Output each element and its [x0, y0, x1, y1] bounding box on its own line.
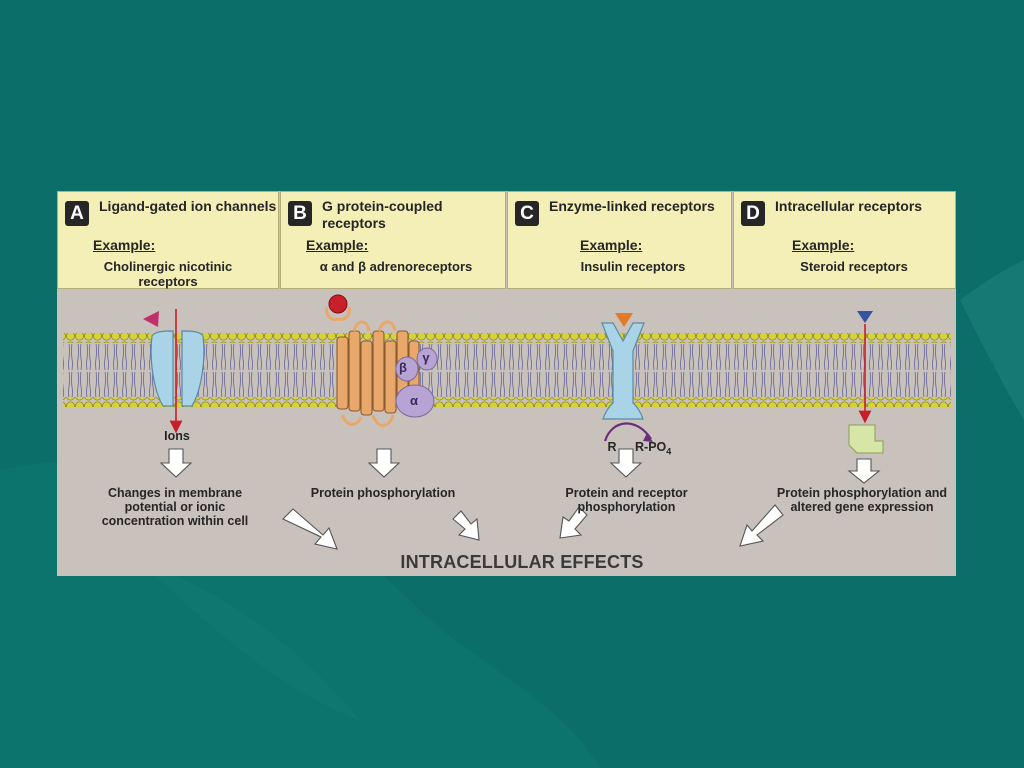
- panel-letter-d: D: [741, 201, 765, 226]
- panel-title-a: Ligand-gated ion channels: [99, 198, 277, 214]
- example-value-a: Cholinergic nicotinic receptors: [103, 259, 233, 289]
- panel-letter-c: C: [515, 201, 539, 226]
- lipid-bilayer: [63, 333, 951, 407]
- enzyme-linked-receptor-icon: [601, 313, 653, 442]
- r-label: R: [607, 440, 617, 454]
- example-label-c: Example:: [580, 237, 643, 253]
- gpcr-receptor-icon: [325, 294, 438, 427]
- panel-title-d: Intracellular receptors: [775, 198, 923, 214]
- panel-letter-b: B: [288, 201, 312, 226]
- example-value-c: Insulin receptors: [580, 259, 686, 274]
- example-label-a: Example:: [93, 237, 156, 253]
- alpha-label: α: [410, 393, 418, 408]
- ligand-triangle-icon: [857, 311, 873, 323]
- ligand-ball-icon: [328, 294, 348, 314]
- ions-label: Ions: [164, 429, 190, 443]
- beta-label: β: [399, 360, 407, 375]
- receptor-diagram: A Ligand-gated ion channels Example: Cho…: [57, 191, 956, 576]
- example-label-b: Example:: [306, 237, 369, 253]
- panel-enzyme-linked: C Enzyme-linked receptors Example: Insul…: [507, 191, 732, 289]
- panel-title-b: G protein-coupled receptors: [322, 198, 443, 231]
- ligand-triangle-icon: [143, 311, 159, 327]
- example-value-d: Steroid receptors: [800, 259, 908, 274]
- effect-label-b: Protein phosphorylation: [310, 486, 456, 500]
- rpo4-label: R-PO4: [635, 440, 672, 457]
- example-label-d: Example:: [792, 237, 855, 253]
- panel-title-c: Enzyme-linked receptors: [549, 198, 715, 214]
- g-protein-icon: [395, 347, 438, 418]
- panel-ligand-gated: A Ligand-gated ion channels Example: Cho…: [57, 191, 279, 289]
- panel-g-protein: B G protein-coupled receptors Example: α…: [280, 191, 506, 289]
- ion-channel-icon: [143, 309, 205, 434]
- panel-letter-a: A: [65, 201, 89, 226]
- effect-label-c: Protein and receptor phosphorylation: [565, 486, 688, 514]
- ligand-triangle-icon: [615, 313, 633, 327]
- membrane-artwork: [63, 294, 951, 550]
- effect-label-d: Protein phosphorylation and altered gene…: [776, 486, 948, 514]
- intracellular-receptor-icon: [848, 311, 884, 454]
- panel-intracellular: D Intracellular receptors Example: Stero…: [733, 191, 956, 289]
- flow-arrows: [159, 448, 881, 550]
- effect-label-a: Changes in membrane potential or ionic c…: [101, 486, 249, 528]
- intracellular-effects-label: INTRACELLULAR EFFECTS: [400, 552, 644, 572]
- gamma-label: γ: [422, 350, 430, 365]
- example-value-b: α and β adrenoreceptors: [319, 259, 473, 274]
